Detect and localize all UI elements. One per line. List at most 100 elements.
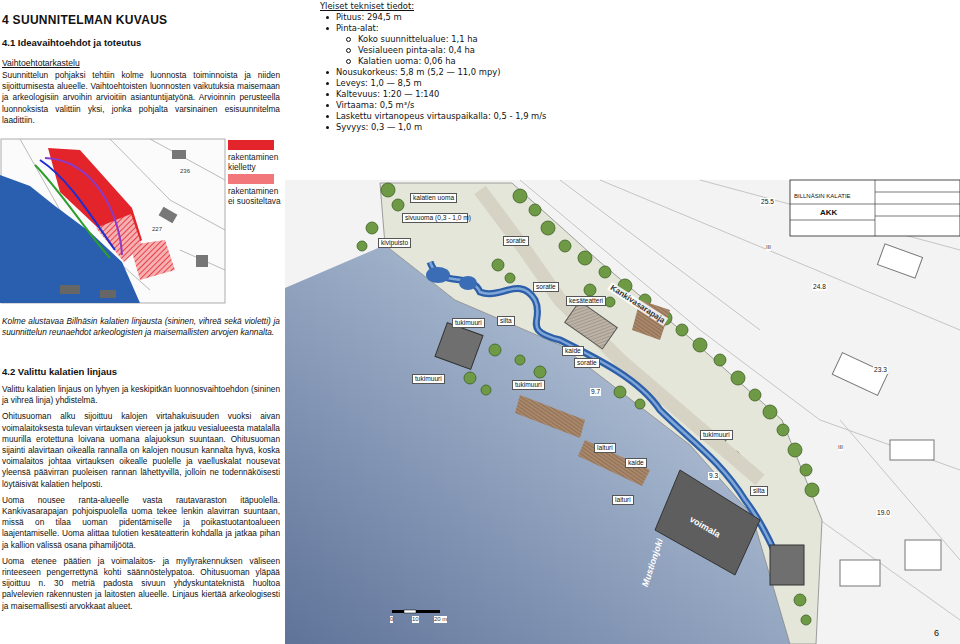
sketch-map-part xyxy=(100,290,116,298)
body-text: Uoma etenee päätien ja voimalaitos- ja m… xyxy=(2,556,280,612)
plan-label: kalatien uoma xyxy=(410,193,457,203)
plan-label: soratie xyxy=(533,282,559,292)
scale-bar-part xyxy=(404,610,416,613)
fish-channel-part xyxy=(426,267,450,283)
buildings xyxy=(435,301,804,585)
title-block-part xyxy=(875,216,960,217)
plan-label: sivuuoma (0,3 - 1,0 m) xyxy=(402,213,468,223)
plan-area xyxy=(380,183,822,644)
map-number: 227 xyxy=(152,226,162,233)
sketch-map-part xyxy=(159,207,178,224)
plan-label: kaide xyxy=(625,458,647,468)
plan-label: tukimuuri xyxy=(452,318,485,328)
bullet xyxy=(326,27,329,30)
spec-item: Koko suunnittelualue: 1,1 ha xyxy=(358,34,478,44)
tree-symbol xyxy=(805,483,819,497)
tree-symbol xyxy=(492,259,504,271)
legend-swatch xyxy=(228,140,274,150)
tree-symbols xyxy=(357,183,819,625)
scale-bar-part xyxy=(392,610,404,613)
tree-symbol xyxy=(489,344,501,356)
elevation-number: 9.7 xyxy=(590,388,601,396)
tree-symbol xyxy=(605,297,615,307)
scale-number: 20 m xyxy=(434,616,447,623)
plan-label: laituri xyxy=(594,443,616,453)
tree-symbol xyxy=(731,371,745,385)
subheading: 4.2 Valittu kalatien linjaus xyxy=(2,366,117,377)
spec-item: Pinta-alat: xyxy=(336,23,379,33)
tree-symbol xyxy=(714,354,726,366)
buildings-part xyxy=(655,470,760,575)
tree-symbol xyxy=(505,273,515,283)
tree-symbol xyxy=(763,405,777,419)
bullet xyxy=(326,71,329,74)
scale-number: 10 xyxy=(412,616,419,623)
base-map-part xyxy=(890,440,934,460)
sketch-map-part xyxy=(60,285,80,294)
scale-bar xyxy=(392,610,440,613)
base-map-part xyxy=(877,244,922,278)
legend-text: rakentaminen kielletty xyxy=(228,152,284,172)
plan-label: kaide xyxy=(562,346,584,356)
decks xyxy=(515,300,670,486)
bullet xyxy=(346,48,351,53)
title-block xyxy=(790,180,960,236)
tree-symbol xyxy=(357,241,367,251)
subheading: 4.1 Ideavaihtoehdot ja toteutus xyxy=(2,37,141,48)
tree-symbol xyxy=(559,240,571,252)
bullet xyxy=(326,93,329,96)
decks-part xyxy=(515,395,585,438)
tree-symbol xyxy=(513,189,527,203)
map-symbol: III xyxy=(766,244,771,251)
tree-symbol xyxy=(464,372,476,384)
spec-item: Kaltevuus: 1:20 — 1:140 xyxy=(336,89,439,99)
elevation-number: 25.5 xyxy=(760,198,775,206)
scale-number: 0 xyxy=(390,616,393,623)
base-map-part xyxy=(840,560,880,586)
tree-symbol xyxy=(529,204,541,216)
drawing-title: BILLNÄSIN KALATIE xyxy=(794,193,851,200)
plan-label: kesäteatteri xyxy=(566,296,606,306)
sketch-map xyxy=(0,139,225,303)
fish-channel-part xyxy=(459,276,477,290)
body-text: Uoma nousee ranta-alueelle vasta rautava… xyxy=(2,495,280,551)
spec-item: Leveys: 1,0 — 8,5 m xyxy=(336,78,422,88)
title-block-part xyxy=(875,180,876,236)
bullet xyxy=(326,104,329,107)
drawing-code: AKK xyxy=(820,208,837,217)
sketch-map-part xyxy=(196,255,208,267)
sketch-map-part xyxy=(130,240,175,280)
spec-item: Virtaama: 0,5 m³/s xyxy=(336,100,414,110)
tree-symbol xyxy=(777,424,789,436)
elevation-number: 24.8 xyxy=(812,283,827,291)
bullet xyxy=(326,82,329,85)
gravel-path xyxy=(480,190,760,480)
tree-symbol xyxy=(614,386,626,398)
bullet xyxy=(346,37,351,42)
tree-symbol xyxy=(515,355,525,365)
page-number: 6 xyxy=(934,628,939,638)
buildings-part xyxy=(565,301,618,349)
buildings-part xyxy=(770,545,804,585)
plan-label: laituri xyxy=(612,495,634,505)
map-symbol: III xyxy=(838,444,843,451)
sketch-map-part xyxy=(1,139,225,303)
spec-item: Syvyys: 0,3 — 1,0 m xyxy=(336,122,422,132)
section-heading: 4 SUUNNITELMAN KUVAUS xyxy=(2,13,167,27)
tree-symbol xyxy=(541,221,555,235)
title-block-part xyxy=(790,180,960,236)
tree-symbol xyxy=(801,615,811,625)
sketch-map-part xyxy=(35,165,110,258)
base-map-part xyxy=(905,540,941,570)
bullet xyxy=(346,59,351,64)
bullet xyxy=(326,126,329,129)
body-text: Valittu kalatien linjaus on lyhyen ja ke… xyxy=(2,384,280,406)
elevation-number: 23.3 xyxy=(873,366,888,374)
spec-item: Kalatien uoma: 0,06 ha xyxy=(358,56,456,66)
elevation-number: 9.3 xyxy=(708,472,719,480)
tree-symbol xyxy=(749,389,761,401)
sketch-map-part xyxy=(172,150,186,159)
buildings-part xyxy=(435,323,483,370)
plan-label: silta xyxy=(750,486,768,496)
